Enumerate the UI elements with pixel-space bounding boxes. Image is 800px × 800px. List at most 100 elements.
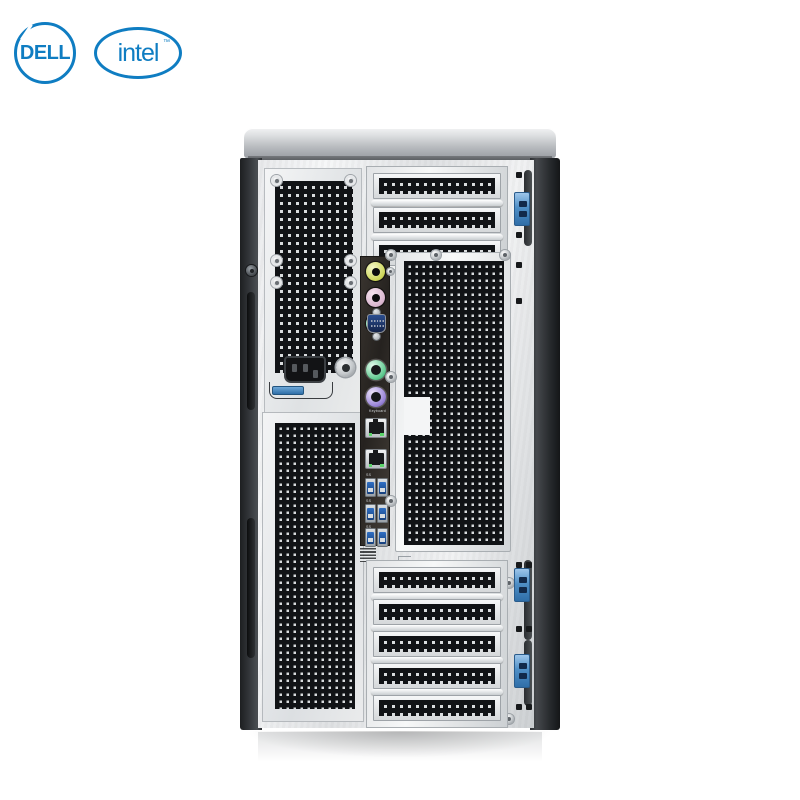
card-retention-latch-bot[interactable] [514, 654, 530, 688]
slot-vent-7 [379, 668, 495, 684]
slot-cover-2[interactable] [373, 207, 501, 233]
slot-vent-6 [379, 636, 495, 652]
rj45-2-led-right [380, 464, 384, 467]
rj45-1-led-right [380, 433, 384, 436]
latch-mid-notch-1 [519, 577, 527, 583]
usb-6-insert [379, 532, 386, 544]
slot-vent-2 [379, 212, 495, 228]
psu-screw-mr[interactable] [345, 255, 356, 266]
slot-cover-1[interactable] [373, 173, 501, 199]
slot-cover-6[interactable] [373, 631, 501, 657]
power-connector-c14[interactable] [284, 356, 326, 383]
rj45-1-tab [373, 419, 378, 423]
rail-tab-2 [516, 232, 522, 238]
slot-vent-8 [379, 700, 495, 716]
power-cable-retention-clip[interactable] [272, 386, 304, 395]
cage-screw-b[interactable] [500, 250, 510, 260]
slot-rail-4 [371, 594, 503, 600]
slot-vent-1 [379, 178, 495, 194]
psu-screw-ml[interactable] [271, 255, 282, 266]
rj45-1-led-left [368, 433, 372, 436]
rail-tab-7 [516, 626, 522, 632]
usb-4-insert [379, 508, 386, 520]
usb-port-5[interactable] [365, 528, 376, 547]
power-inlet-area [264, 346, 362, 408]
brand-logo-bar: DELL intel ™ [14, 22, 182, 84]
io-label-kbd: Keyboard [369, 409, 386, 413]
c14-pin-line [292, 364, 297, 372]
slot-cover-7[interactable] [373, 663, 501, 689]
mb-screw-top2[interactable] [387, 268, 394, 275]
power-supply-vent [275, 181, 353, 373]
tower-reflection [258, 732, 542, 762]
motherboard-vent-notch [404, 397, 430, 435]
latch-top-notch-2 [519, 211, 527, 217]
ethernet-port-1[interactable] [365, 418, 387, 438]
mb-screw-top[interactable] [386, 250, 396, 260]
psu-screw-ml2[interactable] [271, 277, 282, 288]
psu-screw-tl[interactable] [271, 175, 282, 186]
psu-screw-tr[interactable] [345, 175, 356, 186]
c14-pin-ground [313, 370, 318, 378]
io-label-usb-row1: SS [366, 473, 372, 477]
cage-screw-g[interactable] [504, 714, 514, 724]
rear-io-panel: Keyboard SS SS SS [360, 256, 390, 547]
dell-logo-slash [20, 23, 33, 41]
slot-rail-6 [371, 657, 503, 663]
side-panel-thumbscrew[interactable] [246, 265, 257, 276]
serial-pin-row-2 [370, 325, 384, 328]
card-retention-latch-mid[interactable] [514, 568, 530, 602]
rail-tab-8 [526, 626, 532, 632]
card-retention-latch-top[interactable] [514, 192, 530, 226]
ethernet-port-2[interactable] [365, 449, 387, 469]
rail-tab-10 [526, 704, 532, 710]
service-tag-label [360, 548, 376, 562]
serial-screw-top [373, 309, 380, 316]
rail-tab-9 [516, 704, 522, 710]
slot-cover-4[interactable] [373, 567, 501, 593]
left-side-panel [240, 158, 262, 730]
mb-screw-low[interactable] [386, 496, 396, 506]
psu-screw-mr2[interactable] [345, 277, 356, 288]
slot-rail-7 [371, 689, 503, 695]
serial-screw-bottom [373, 333, 380, 340]
intel-trademark-icon: ™ [163, 39, 170, 46]
usb-5-insert [367, 532, 374, 544]
cage-screw-a[interactable] [431, 250, 441, 260]
latch-bot-notch-2 [519, 673, 527, 679]
rj45-1-mouth [368, 422, 384, 434]
intel-swirl-logo: intel ™ [94, 27, 182, 79]
serial-port[interactable] [364, 309, 388, 340]
intel-logo-text: intel [117, 38, 160, 67]
ps2-keyboard-port[interactable] [365, 387, 386, 407]
latch-mid-notch-2 [519, 587, 527, 593]
rj45-2-tab [373, 450, 378, 454]
chassis-top-lip [248, 156, 552, 163]
usb-port-1[interactable] [365, 478, 376, 497]
lower-card-cage [366, 560, 508, 728]
cage-screw-f[interactable] [504, 578, 514, 588]
usb-port-2[interactable] [377, 478, 388, 497]
usb-port-6[interactable] [377, 528, 388, 547]
slot-vent-5 [379, 604, 495, 620]
latch-top-notch-1 [519, 201, 527, 207]
audio-mic-in-jack[interactable] [366, 288, 385, 307]
usb-port-3[interactable] [365, 504, 376, 523]
audio-line-out-jack[interactable] [366, 262, 385, 281]
rail-tab-5 [516, 562, 522, 568]
latch-bot-notch-1 [519, 663, 527, 669]
workstation-tower-rear: Keyboard SS SS SS [240, 128, 560, 732]
serial-db9-body [366, 314, 386, 333]
chassis-top-cap [244, 128, 556, 158]
mb-screw-mid[interactable] [386, 372, 396, 382]
slot-cover-5[interactable] [373, 599, 501, 625]
slot-vent-4 [379, 572, 495, 588]
psu-self-test-button[interactable] [336, 358, 355, 377]
ps2-mouse-port[interactable] [365, 360, 386, 380]
dell-logo-text: DELL [19, 41, 71, 64]
io-label-usb-row2: SS [366, 499, 372, 503]
side-panel-slot-lower [247, 518, 255, 658]
usb-port-4[interactable] [377, 504, 388, 523]
tower-shadow [250, 731, 550, 757]
slot-cover-8[interactable] [373, 695, 501, 721]
